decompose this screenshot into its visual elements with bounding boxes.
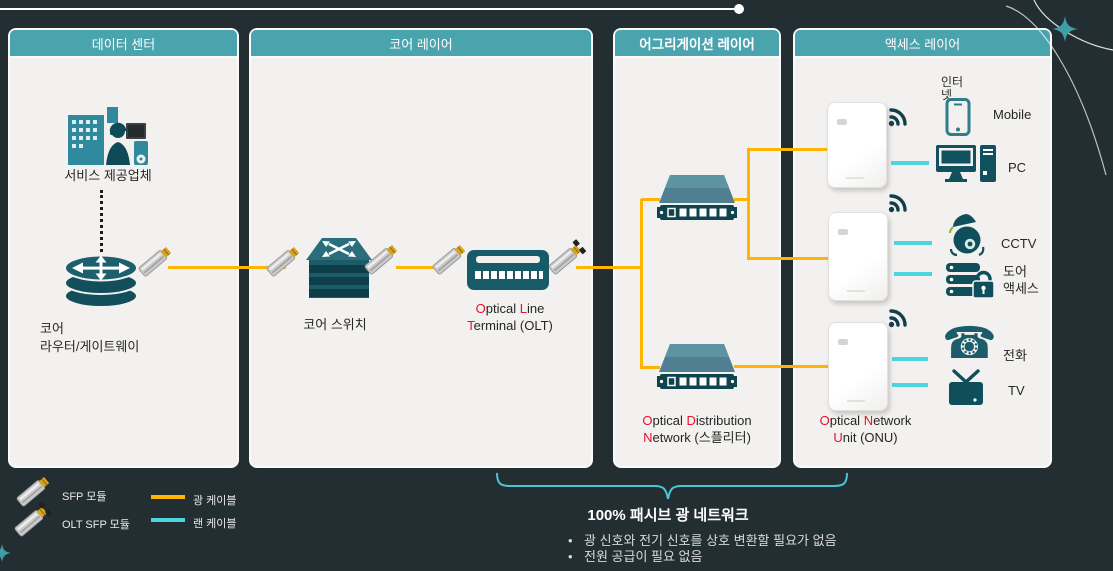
splitter-icon [657, 344, 737, 389]
optical-cable-splitter1-vertical [747, 148, 750, 260]
tv-label: TV [1008, 383, 1025, 398]
footer-bullets: •광 신호와 전기 신호를 상호 변환할 필요가 없음 •전원 공급이 필요 없… [568, 533, 837, 565]
panel-title-aggregation: 어그리게이션 레이어 [639, 37, 755, 52]
underbrace-decoration [496, 472, 848, 500]
onu-logo [838, 339, 848, 345]
core-switch-icon [306, 238, 372, 298]
pc-label: PC [1008, 160, 1027, 175]
core-router-icon [64, 254, 138, 308]
legend-sfp-label: SFP 모듈 [62, 491, 107, 503]
onu-port-strip [846, 177, 864, 179]
onu-device [828, 322, 888, 411]
sfp-module-icon [138, 247, 172, 277]
wifi-icon [888, 108, 907, 127]
splitter-icon [657, 175, 737, 220]
panel-title-core: 코어 레이어 [389, 36, 453, 52]
wifi-icon [888, 194, 907, 213]
panel-aggregation: 어그리게이션 레이어 [613, 28, 781, 468]
optical-cable-to-onu1 [749, 148, 828, 151]
panel-datacenter: 데이터 센터 [8, 28, 239, 468]
dc-dotted-connector [100, 190, 103, 252]
panel-header-access: 액세스 레이어 [795, 30, 1050, 58]
onu-device [828, 212, 888, 301]
lan-cable-onu3-phone [892, 357, 928, 361]
panel-title-access: 액세스 레이어 [884, 36, 961, 52]
service-provider-icon [68, 107, 148, 165]
service-provider-label: 서비스 제공업체 [64, 168, 152, 183]
legend-olt-sfp-label: OLT SFP 모듈 [62, 519, 130, 531]
optical-cable-to-splitter2 [641, 366, 660, 369]
panel-core: 코어 레이어 [249, 28, 593, 468]
sfp-module-icon [364, 245, 398, 275]
panel-title-datacenter: 데이터 센터 [91, 36, 156, 52]
olt-label: Optical Line Terminal (OLT) [467, 301, 553, 333]
optical-cable-to-splitter1 [641, 198, 660, 201]
wifi-icon [888, 309, 907, 328]
optical-cable-switch-to-olt [396, 266, 436, 269]
panel-header-aggregation: 어그리게이션 레이어 [615, 30, 779, 58]
footer-bullet-2: •전원 공급이 필요 없음 [568, 549, 703, 564]
optical-cable-to-onu3 [734, 365, 828, 368]
optical-cable-dc-to-core [168, 266, 286, 269]
footer-bullet-1: •광 신호와 전기 신호를 상호 변환할 필요가 없음 [568, 533, 837, 548]
onu-device [827, 102, 887, 188]
sfp-module-icon [432, 245, 466, 275]
cctv-icon [949, 214, 985, 257]
olt-device-icon [467, 250, 549, 290]
panel-header-datacenter: 데이터 센터 [10, 30, 237, 58]
lan-cable-onu2-door [894, 272, 932, 276]
legend-lan-cable-swatch [151, 518, 185, 522]
olt-sfp-module-icon [548, 239, 587, 275]
smartphone-icon [945, 98, 971, 136]
sfp-module-icon [266, 247, 300, 277]
legend-optical-cable-swatch [151, 495, 185, 499]
odn-label: Optical Distribution Network (스플리터) [642, 413, 752, 445]
panel-header-core: 코어 레이어 [251, 30, 591, 58]
core-switch-label: 코어 스위치 [303, 317, 367, 332]
optical-cable-splitter1-out [734, 198, 750, 201]
top-decor-dot [734, 4, 744, 14]
pc-icon [936, 145, 996, 182]
corner-curves-decoration [1005, 0, 1113, 175]
optical-cable-to-onu2 [749, 257, 828, 260]
legend-olt-sfp-icon [14, 501, 53, 537]
bottom-sparkle-icon [0, 544, 11, 562]
lan-cable-onu1-pc [891, 161, 929, 165]
lan-cable-onu3-tv [892, 383, 928, 387]
optical-cable-split-vertical [640, 199, 643, 369]
onu-port-strip [847, 400, 865, 402]
optical-cable-olt-to-aggregation [576, 266, 642, 269]
tv-icon [949, 369, 983, 405]
legend-sfp-icon [16, 477, 50, 507]
cctv-label: CCTV [1001, 236, 1037, 251]
door-access-icon [946, 263, 994, 299]
legend-optical-cable-label: 광 케이블 [193, 495, 237, 507]
core-router-label: 코어 라우터/게이트웨이 [40, 321, 140, 354]
footer-title: 100% 패시브 광 네트워크 [587, 507, 749, 524]
onu-logo [838, 229, 848, 235]
onu-logo [837, 119, 847, 125]
top-decor-line [0, 8, 740, 10]
lan-cable-onu2-cctv [894, 241, 932, 245]
phone-label: 전화 [1003, 348, 1027, 363]
onu-port-strip [847, 290, 865, 292]
legend-lan-cable-label: 랜 케이블 [193, 518, 237, 530]
telephone-icon: ☎ [942, 319, 997, 368]
mobile-label: Mobile [993, 107, 1032, 122]
sparkle-star-icon [1052, 16, 1078, 42]
onu-label: Optical Network Unit (ONU) [819, 413, 912, 445]
